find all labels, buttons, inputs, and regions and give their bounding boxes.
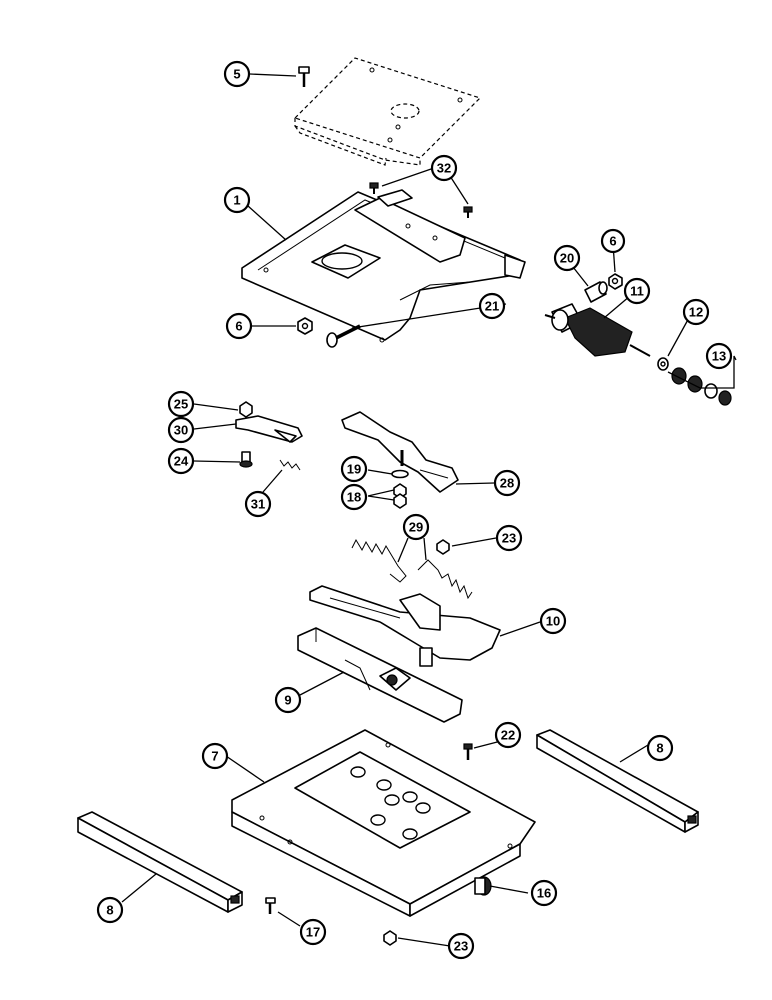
- callout-label-28: 28: [500, 476, 514, 491]
- callout-part-13: 13: [705, 342, 733, 370]
- bolt-part-22: [463, 743, 473, 760]
- seat-top-plate-part-1: [241, 189, 526, 343]
- callout-label-25: 25: [174, 397, 188, 412]
- callout-part-5: 5: [223, 60, 251, 88]
- callout-label-12: 12: [689, 305, 703, 320]
- callout-label-5: 5: [233, 67, 240, 82]
- callout-part-19: 19: [340, 455, 368, 483]
- callout-part-23-lower: 23: [447, 932, 475, 960]
- callout-part-8-right: 8: [646, 734, 674, 762]
- callout-label-7: 7: [211, 749, 218, 764]
- hardware-set-part-13: [671, 367, 732, 406]
- bolt-part-21: [326, 324, 361, 348]
- callout-part-12: 12: [682, 298, 710, 326]
- screw-part-5: [298, 66, 310, 87]
- callout-label-30: 30: [174, 423, 188, 438]
- slide-rail-part-9: [297, 627, 463, 723]
- callout-label-20: 20: [560, 251, 574, 266]
- nut-part-6-left: [297, 317, 313, 335]
- callout-label-19: 19: [347, 462, 361, 477]
- callout-part-16: 16: [530, 879, 558, 907]
- base-plate-part-7: [231, 729, 536, 917]
- bracket-part-10: [309, 585, 501, 667]
- callout-label-23-lower: 23: [454, 939, 468, 954]
- callout-part-1: 1: [223, 186, 251, 214]
- bolt-part-17: [265, 897, 276, 914]
- washer-part-12: [657, 357, 669, 371]
- callout-part-31: 31: [244, 490, 272, 518]
- callout-label-22: 22: [501, 728, 515, 743]
- callout-label-8-left: 8: [106, 903, 113, 918]
- callout-label-17: 17: [306, 925, 320, 940]
- callout-part-23-upper: 23: [495, 524, 523, 552]
- callout-part-6-left: 6: [225, 312, 253, 340]
- callout-label-16: 16: [537, 886, 551, 901]
- bumper-part-16: [474, 876, 492, 896]
- rail-part-8-right: [536, 729, 699, 833]
- callout-label-1: 1: [233, 193, 240, 208]
- callout-part-18: 18: [340, 483, 368, 511]
- callout-part-28: 28: [493, 469, 521, 497]
- callout-part-9: 9: [274, 686, 302, 714]
- rail-part-8-left: [77, 811, 243, 913]
- nut-part-23-lower: [383, 930, 397, 946]
- callout-part-21: 21: [478, 292, 506, 320]
- screws-part-32: [369, 182, 473, 218]
- dashed-mounting-plate: [293, 57, 482, 166]
- callout-part-6-right: 6: [600, 228, 626, 254]
- callout-label-18: 18: [347, 490, 361, 505]
- callout-part-25: 25: [167, 390, 195, 418]
- callout-label-24: 24: [174, 454, 189, 469]
- callout-part-24: 24: [167, 447, 195, 475]
- callout-label-6-left: 6: [235, 319, 242, 334]
- callout-label-11: 11: [630, 284, 644, 299]
- callout-label-10: 10: [546, 614, 560, 629]
- shock-absorber-part-11: [544, 303, 651, 357]
- callout-label-23-upper: 23: [502, 531, 516, 546]
- callout-part-22: 22: [494, 721, 522, 749]
- callout-part-29: 29: [402, 513, 430, 541]
- callout-label-31: 31: [251, 497, 265, 512]
- callout-label-8-right: 8: [656, 741, 663, 756]
- callout-part-11: 11: [623, 277, 651, 305]
- bushing-part-20: [584, 281, 608, 303]
- callout-label-29: 29: [409, 520, 423, 535]
- lever-plate-part-30: [235, 415, 303, 443]
- callout-part-20: 20: [553, 244, 581, 272]
- springs-part-29: [351, 538, 473, 600]
- callout-part-30: 30: [167, 416, 195, 444]
- callout-label-32: 32: [437, 161, 451, 176]
- nut-part-23-upper: [436, 539, 450, 555]
- callout-part-8-left: 8: [96, 896, 124, 924]
- lever-arm-part-28: [341, 411, 459, 493]
- callout-label-6-right: 6: [609, 234, 616, 249]
- nut-part-6-right: [608, 273, 623, 290]
- spring-part-31: [279, 459, 301, 471]
- callout-label-21: 21: [485, 299, 499, 314]
- callout-part-7: 7: [201, 742, 229, 770]
- pivot-part-24: [239, 451, 253, 468]
- callout-label-9: 9: [284, 693, 291, 708]
- nut-part-25: [239, 401, 253, 418]
- callout-part-32: 32: [430, 154, 458, 182]
- callout-label-13: 13: [712, 349, 726, 364]
- nuts-part-18: [393, 483, 407, 509]
- callout-part-17: 17: [299, 918, 327, 946]
- callout-part-10: 10: [539, 607, 567, 635]
